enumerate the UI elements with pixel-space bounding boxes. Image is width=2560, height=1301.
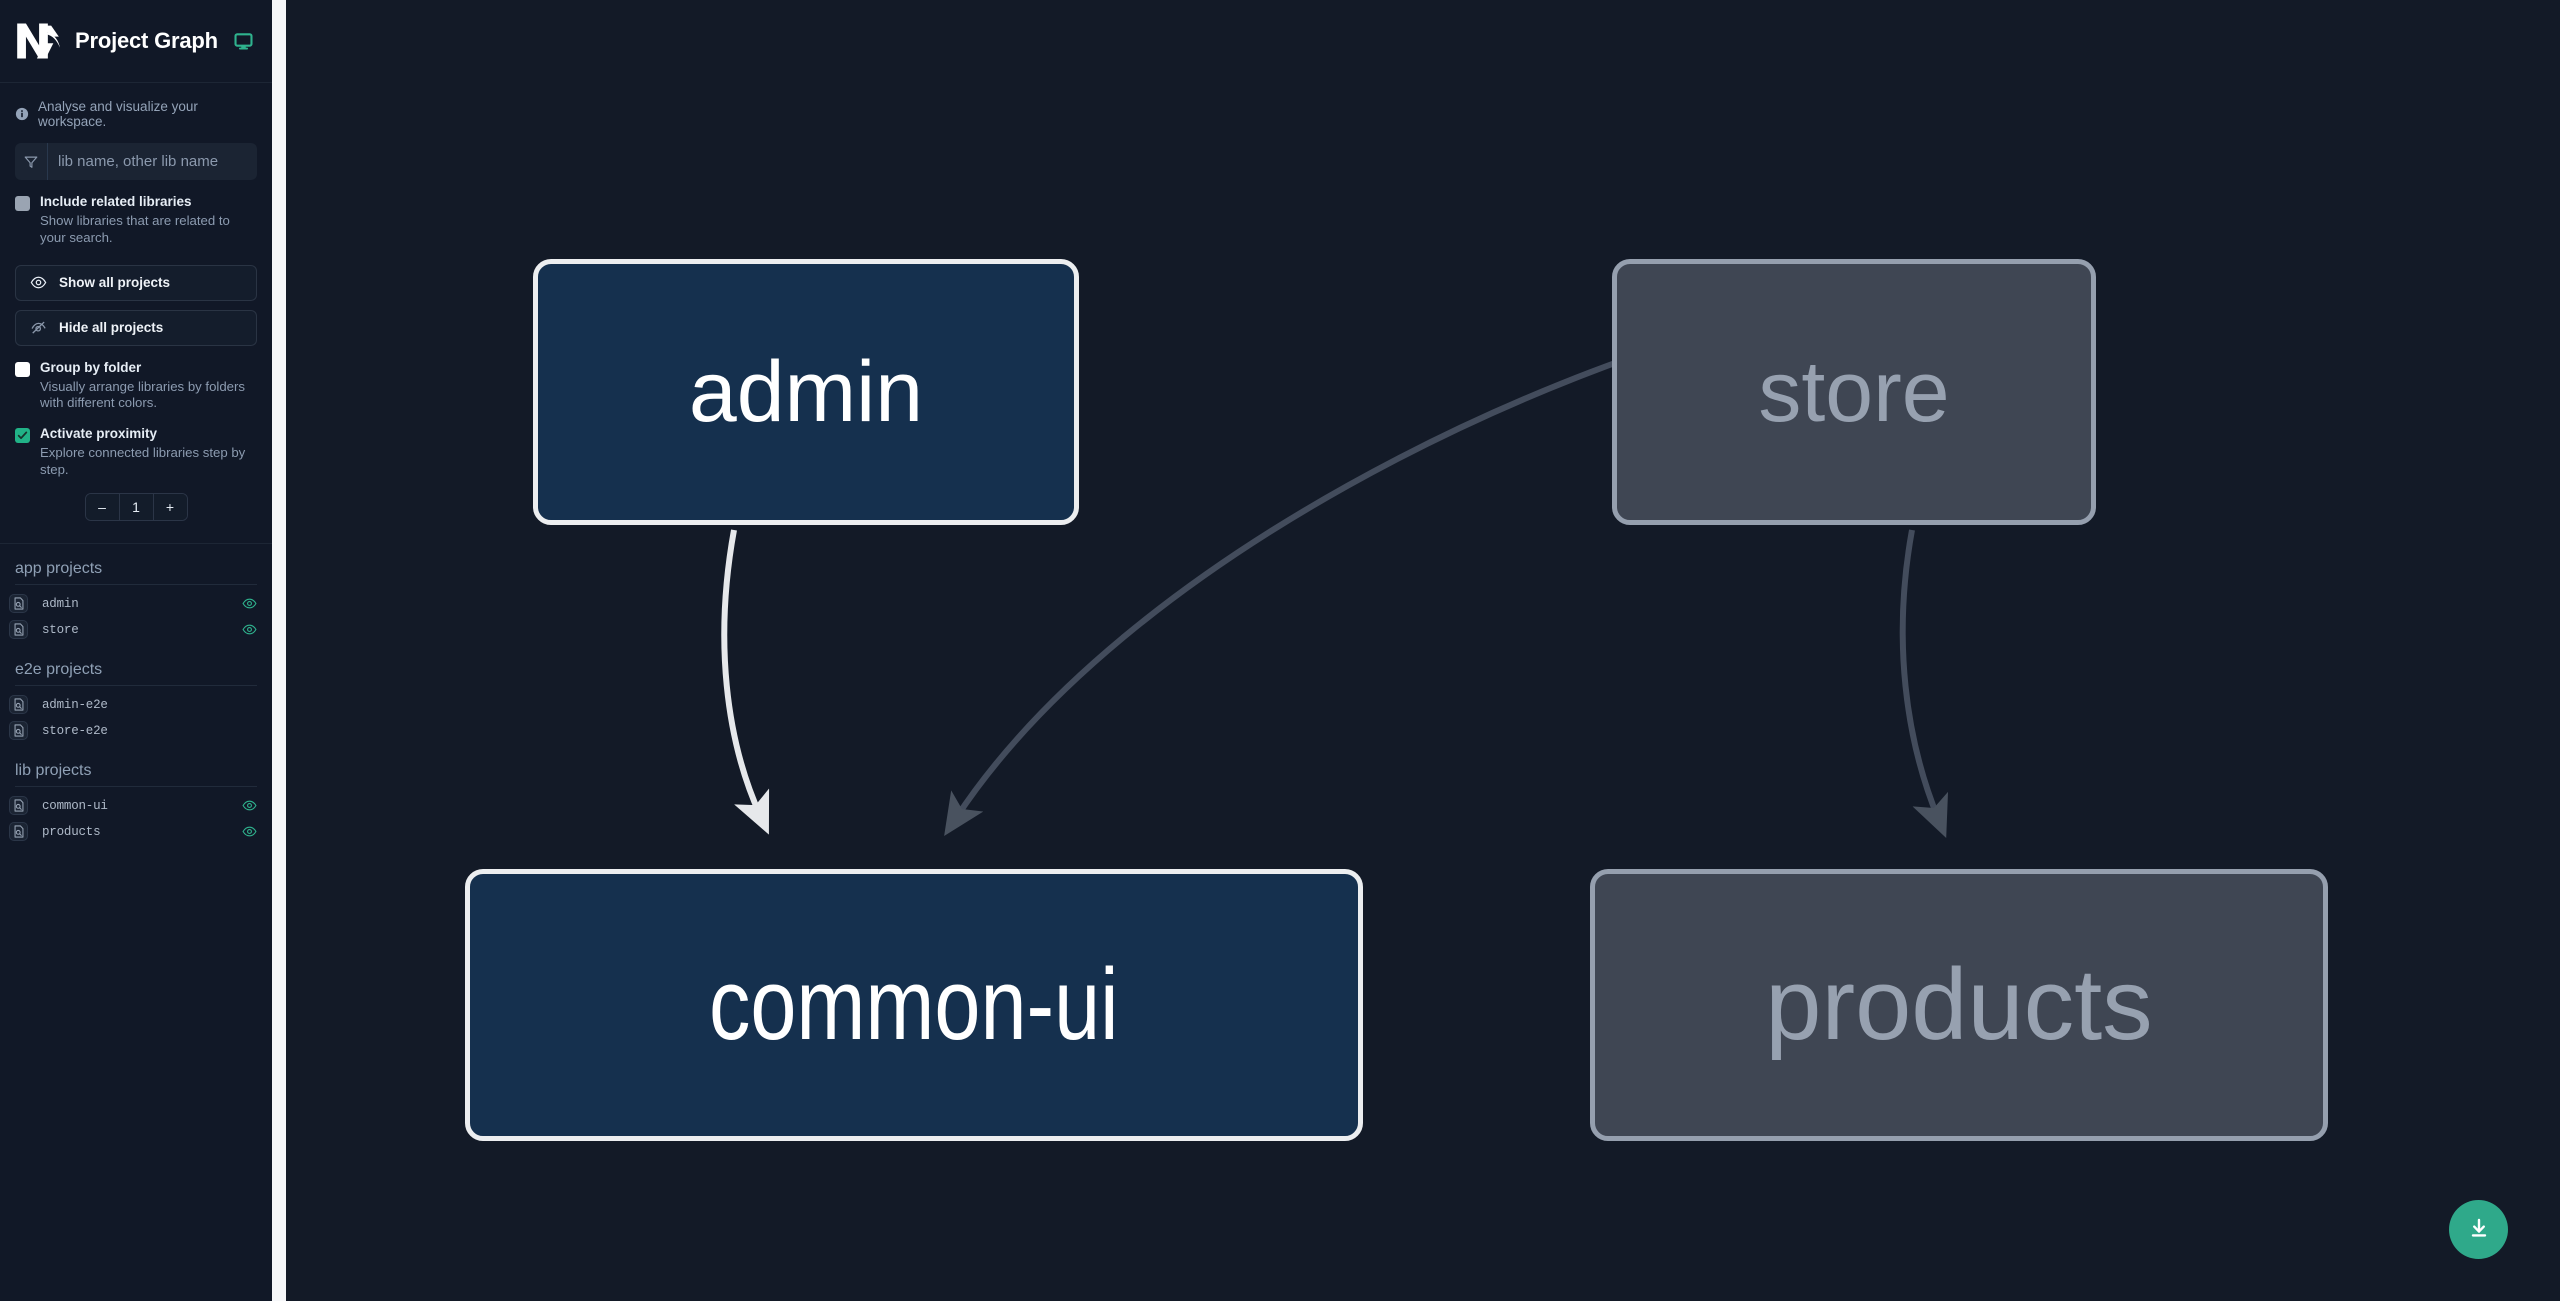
project-list-item-label: admin: [42, 596, 79, 611]
project-graph-canvas[interactable]: admin store common-ui products: [286, 0, 2560, 1301]
eye-icon[interactable]: [241, 596, 257, 612]
project-file-icon: [9, 796, 28, 816]
project-list-item[interactable]: admin-e2e: [0, 692, 272, 718]
graph-node-common-ui[interactable]: common-ui: [465, 869, 1363, 1141]
sidebar: Project Graph Analyse and visualize your…: [0, 0, 272, 1301]
include-related-label: Include related libraries: [40, 194, 192, 209]
include-related-checkbox[interactable]: [15, 196, 30, 211]
activate-proximity-checkbox[interactable]: [15, 428, 30, 444]
project-list-item[interactable]: common-ui: [0, 793, 272, 819]
project-list-item[interactable]: admin: [0, 591, 272, 617]
project-file-icon: [9, 822, 28, 842]
group-spacer: [0, 744, 272, 762]
page-title: Project Graph: [75, 28, 218, 53]
proximity-increment-button[interactable]: +: [153, 493, 187, 520]
proximity-stepper: – 1 +: [84, 492, 188, 521]
eye-placeholder: [241, 697, 257, 713]
project-list: app projects admin store e2e projects ad…: [0, 544, 272, 1301]
eye-icon[interactable]: [241, 622, 257, 638]
project-list-item[interactable]: products: [0, 819, 272, 845]
project-list-item-label: store: [42, 622, 79, 637]
download-button[interactable]: [2449, 1200, 2508, 1259]
option-include-related-libraries[interactable]: Include related libraries Show libraries…: [0, 180, 272, 247]
activate-proximity-label: Activate proximity: [40, 426, 158, 442]
eye-icon[interactable]: [241, 824, 257, 840]
eye-icon[interactable]: [241, 798, 257, 814]
activate-proximity-description: Explore connected libraries step by step…: [40, 445, 246, 478]
visibility-buttons: Show all projects Hide all projects: [0, 247, 272, 346]
tagline: Analyse and visualize your workspace.: [0, 83, 272, 143]
group-spacer: [0, 643, 272, 661]
edge-store-to-products: [1899, 529, 1949, 838]
nx-logo-icon: [15, 19, 61, 63]
group-rule: [15, 684, 257, 686]
graph-node-label: admin: [688, 343, 924, 440]
group-by-folder-label: Group by folder: [40, 359, 142, 375]
search-box[interactable]: [15, 143, 257, 180]
sidebar-divider: [0, 542, 272, 544]
project-list-item-label: admin-e2e: [42, 697, 108, 712]
project-list-item-label: store-e2e: [42, 723, 108, 738]
project-group-title: e2e projects: [15, 660, 103, 678]
graph-node-label: common-ui: [709, 948, 1119, 1061]
project-file-icon: [9, 620, 28, 640]
tagline-text: Analyse and visualize your workspace.: [38, 99, 198, 129]
eye-placeholder: [241, 723, 257, 739]
project-list-item[interactable]: store: [0, 617, 272, 643]
option-activate-proximity[interactable]: Activate proximity Explore connected lib…: [0, 412, 272, 479]
project-list-item[interactable]: store-e2e: [0, 718, 272, 744]
sidebar-header: Project Graph: [0, 0, 272, 83]
project-file-icon: [9, 721, 28, 741]
graph-node-admin[interactable]: admin: [533, 259, 1079, 525]
sidebar-scrollbar[interactable]: [272, 0, 286, 1301]
graph-node-label: store: [1758, 343, 1950, 440]
graph-node-store[interactable]: store: [1612, 259, 2096, 525]
project-file-icon: [9, 695, 28, 715]
proximity-value: 1: [118, 493, 154, 520]
project-group-title: lib projects: [15, 761, 92, 779]
edge-admin-to-common-ui: [721, 529, 770, 835]
show-all-projects-button[interactable]: Show all projects: [15, 264, 257, 301]
show-all-projects-label: Show all projects: [59, 275, 171, 291]
option-group-by-folder[interactable]: Group by folder Visually arrange librari…: [0, 346, 272, 413]
project-list-item-label: products: [42, 824, 101, 839]
group-rule: [15, 583, 257, 585]
filter-section: [0, 143, 272, 180]
project-file-icon: [9, 594, 28, 614]
group-by-folder-description: Visually arrange libraries by folders wi…: [40, 378, 245, 411]
hide-all-projects-label: Hide all projects: [59, 320, 164, 336]
hide-all-projects-button[interactable]: Hide all projects: [15, 309, 257, 346]
include-related-description: Show libraries that are related to your …: [40, 212, 230, 245]
monitor-icon[interactable]: [234, 32, 253, 51]
group-by-folder-checkbox[interactable]: [15, 361, 30, 377]
eye-icon: [30, 274, 47, 291]
proximity-decrement-button[interactable]: –: [85, 493, 119, 520]
project-group-title: app projects: [15, 559, 103, 577]
proximity-stepper-wrap: – 1 +: [0, 479, 272, 521]
eye-off-icon: [30, 319, 47, 336]
search-input[interactable]: [48, 143, 257, 180]
info-icon: [15, 107, 29, 121]
filter-funnel-icon: [15, 143, 48, 180]
group-rule: [15, 785, 257, 787]
project-list-item-label: common-ui: [42, 798, 108, 813]
download-icon: [2466, 1215, 2492, 1244]
graph-node-label: products: [1765, 948, 2153, 1061]
graph-node-products[interactable]: products: [1590, 869, 2328, 1141]
